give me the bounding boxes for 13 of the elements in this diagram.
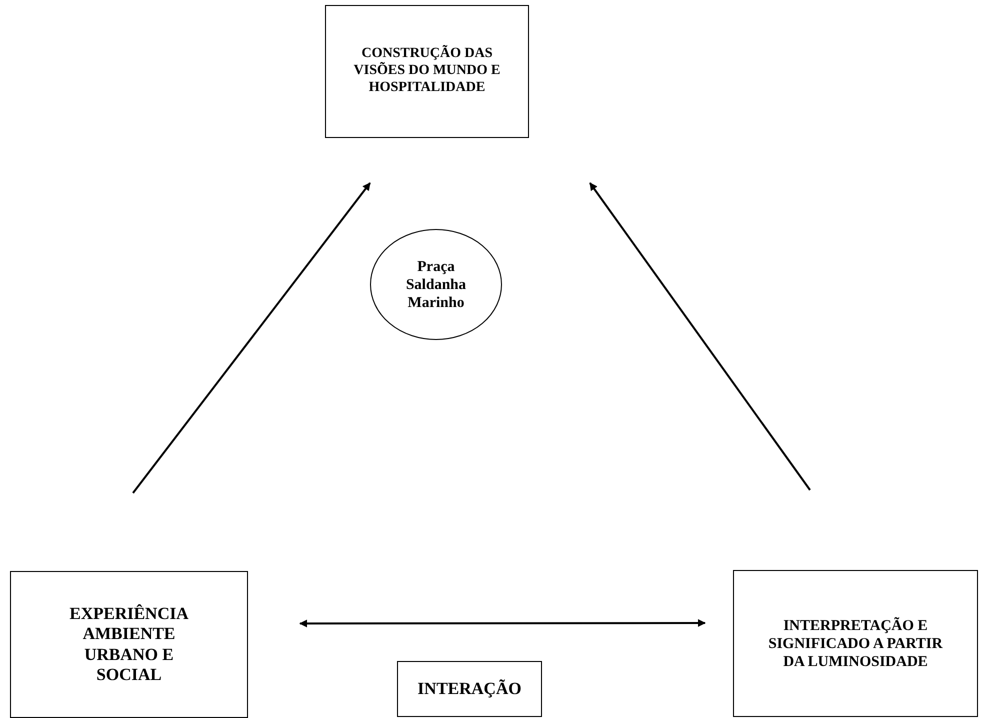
node-text: INTERPRETAÇÃO E SIGNIFICADO A PARTIR DA LUMINOSIDADE (767, 616, 944, 670)
concept-box (397, 661, 542, 717)
arrow (132, 182, 371, 494)
arrow (299, 619, 706, 628)
node-text: INTERAÇÃO (418, 678, 522, 700)
concept-box (733, 570, 978, 717)
concept-box (325, 5, 529, 138)
node-text: CONSTRUÇÃO DAS VISÕES DO MUNDO E HOSPITALIDADE (352, 46, 502, 97)
concept-box (10, 571, 248, 718)
node-text: Praça Saldanha Marinho (404, 258, 468, 312)
location-ellipse (370, 229, 502, 340)
node-text: EXPERIÊNCIA AMBIENTE URBANO E SOCIAL (68, 604, 190, 686)
arrow (589, 182, 811, 491)
